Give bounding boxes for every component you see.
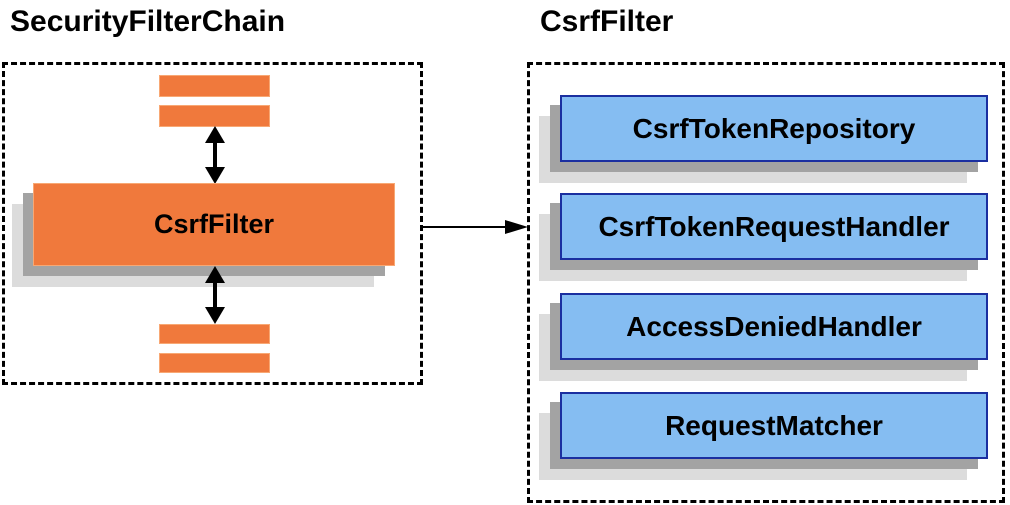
security-filter-chain-title: SecurityFilterChain bbox=[10, 5, 286, 38]
component-request-matcher: RequestMatcher bbox=[539, 392, 988, 480]
right-arrow-icon bbox=[423, 220, 528, 234]
filter-placeholder-bar-bottom-2 bbox=[159, 353, 270, 373]
filter-placeholder-bar-bottom-1 bbox=[159, 324, 270, 344]
component-label: RequestMatcher bbox=[560, 392, 988, 459]
component-label: CsrfTokenRepository bbox=[560, 95, 988, 162]
csrf-filter-title: CsrfFilter bbox=[540, 5, 674, 38]
component-csrf-token-request-handler: CsrfTokenRequestHandler bbox=[539, 193, 988, 281]
filter-placeholder-bar-top-1 bbox=[159, 75, 270, 97]
component-label: AccessDeniedHandler bbox=[560, 293, 988, 360]
csrf-filter-node-label: CsrfFilter bbox=[33, 183, 395, 266]
double-headed-arrow-bottom-icon bbox=[205, 266, 225, 324]
component-label: CsrfTokenRequestHandler bbox=[560, 193, 988, 260]
csrf-filter-boundary bbox=[527, 62, 1005, 503]
component-access-denied-handler: AccessDeniedHandler bbox=[539, 293, 988, 381]
security-filter-chain-boundary bbox=[2, 62, 423, 385]
csrf-filter-node: CsrfFilter bbox=[12, 183, 395, 287]
double-headed-arrow-top-icon bbox=[205, 126, 225, 184]
component-csrf-token-repository: CsrfTokenRepository bbox=[539, 95, 988, 183]
filter-placeholder-bar-top-2 bbox=[159, 105, 270, 127]
